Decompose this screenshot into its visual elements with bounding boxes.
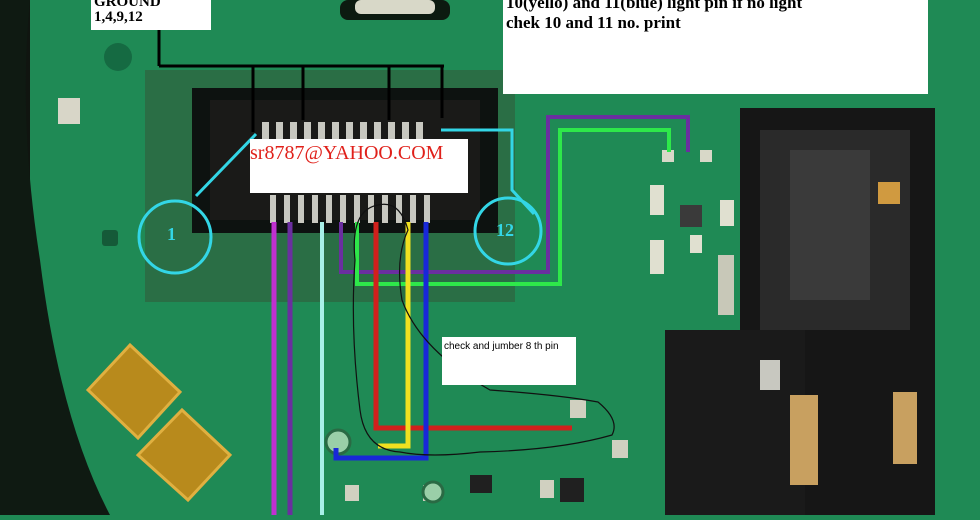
jumper-note: check and jumber 8 th pin [442, 337, 576, 385]
ground-trace [157, 30, 444, 132]
pin-1-number: 1 [167, 224, 176, 244]
audio-jack [665, 108, 935, 515]
ground-label-line1: GROUND [94, 0, 161, 10]
pin-12-number: 12 [496, 220, 514, 240]
jumper-circle-outline [352, 203, 615, 456]
green-trace [355, 128, 671, 286]
light-pin-note: 10(yello) and 11(blue) light pin if no l… [503, 0, 928, 94]
pin-1-marker [137, 199, 213, 275]
via-hole [104, 43, 132, 71]
yellow-trace [378, 222, 411, 449]
pin-12-marker [473, 196, 543, 266]
purple-trace [339, 115, 690, 274]
via-hole [421, 480, 445, 504]
connector-pins [262, 122, 430, 223]
ground-pins-label: GROUND 1,4,9,12 [91, 0, 211, 30]
watermark-email: sr8787@YAHOO.COM [250, 139, 468, 193]
red-jumper-trace [373, 222, 572, 431]
smd-components [58, 98, 734, 502]
gold-pads [85, 342, 233, 503]
ground-label-line2: 1,4,9,12 [94, 9, 143, 25]
light-note-line1: 10(yello) and 11(blue) light pin if no l… [506, 0, 803, 12]
light-note-line2: chek 10 and 11 no. print [506, 13, 681, 32]
